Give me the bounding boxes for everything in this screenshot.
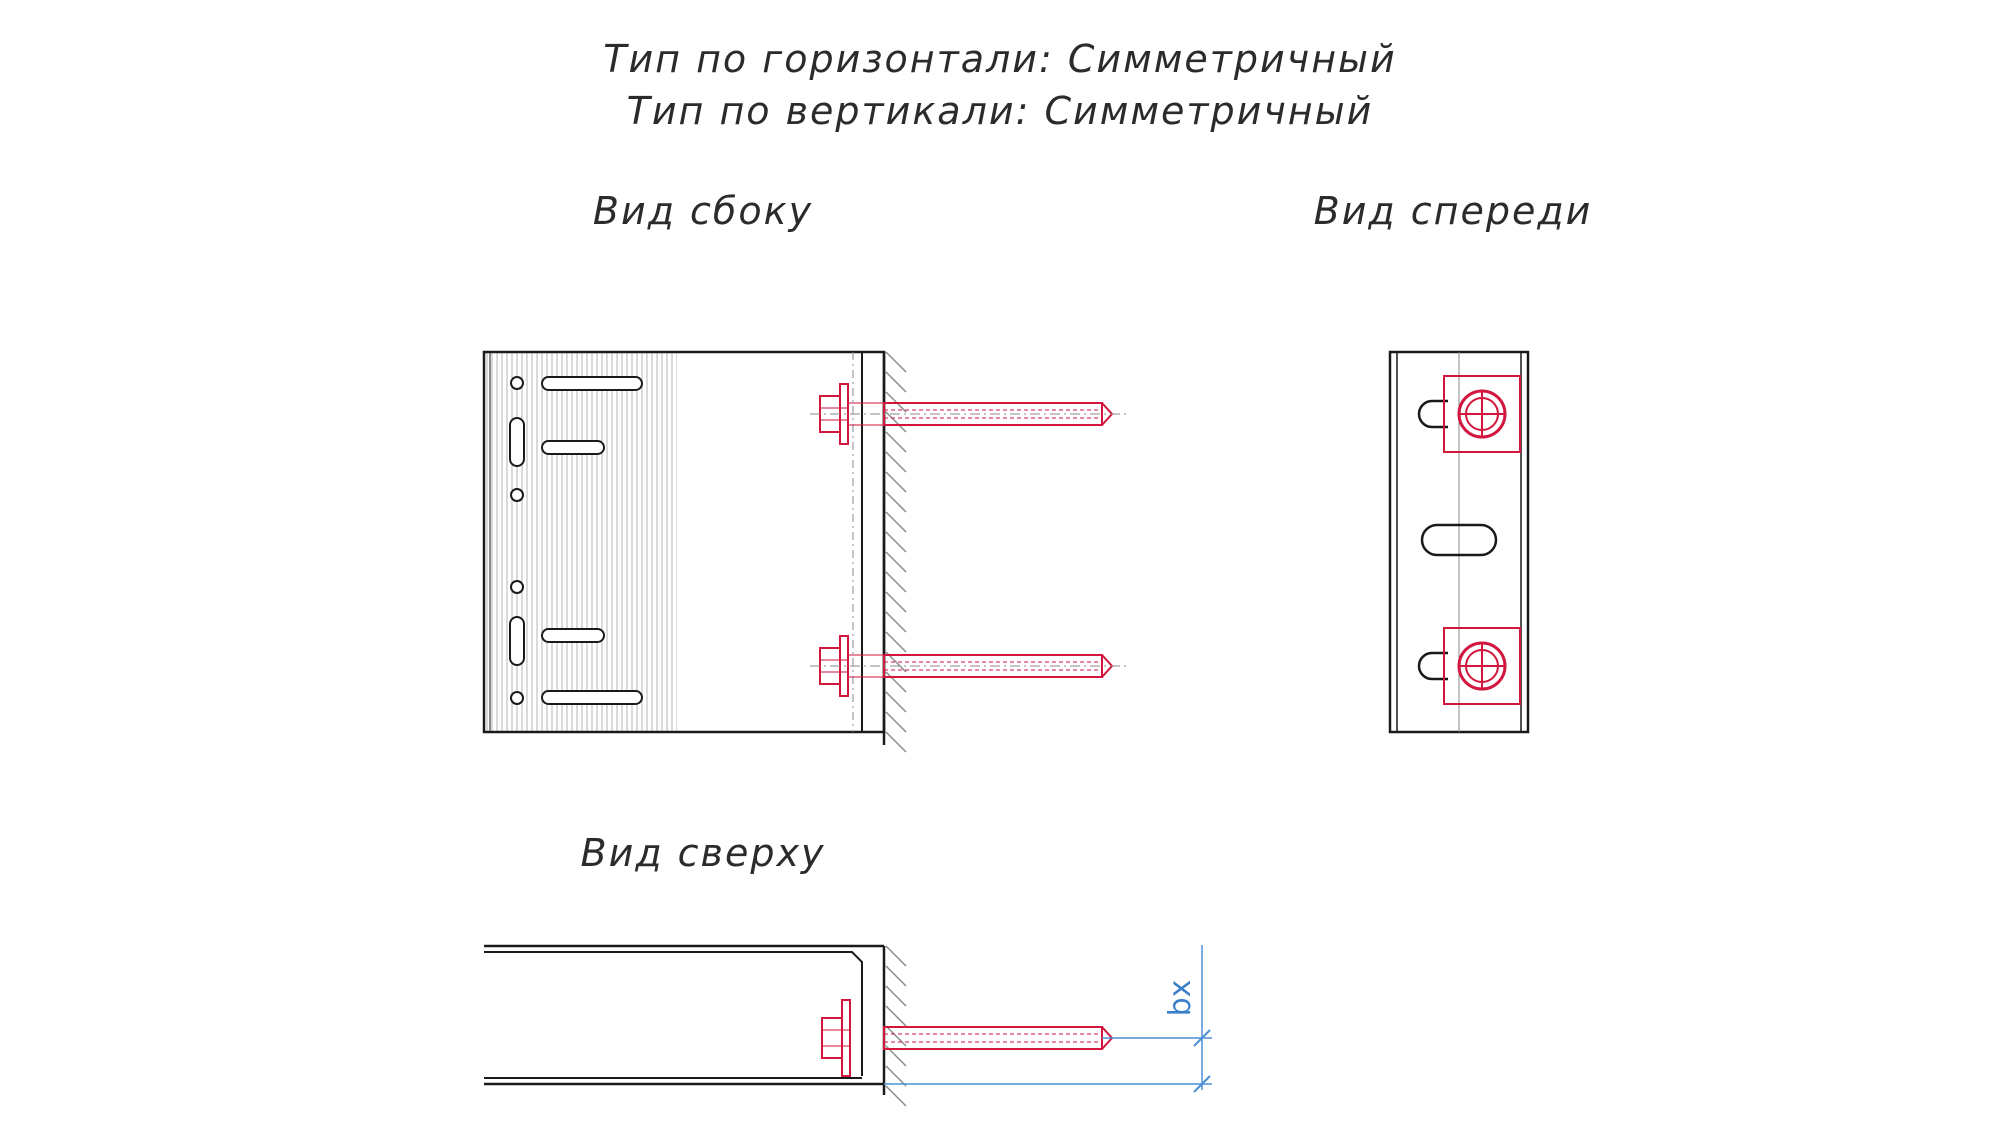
top-view-title: Вид сверху [581,831,826,875]
front-upper-washer-bolt [1443,375,1521,453]
dimension-bx-label: bx [1163,980,1198,1017]
front-lower-washer-bolt [1443,627,1521,705]
top-anchor-bolt [821,999,1114,1077]
ribbed-surface [485,353,677,731]
mounting-holes [509,376,643,705]
front-upper-slot [1417,399,1448,429]
vertical-type-title: Тип по вертикали: Симметричный [627,89,1374,133]
front-view-title: Вид спереди [1314,189,1593,233]
top-wall-hatching [885,945,907,1107]
front-lower-slot [1417,651,1448,681]
wall-hatching [885,351,907,753]
dimension-bx [884,945,1212,1093]
top-view-drawing: bx [484,944,1212,1107]
horizontal-type-title: Тип по горизонтали: Симметричный [603,37,1397,81]
side-view-title: Вид сбоку [593,189,813,233]
front-center-slot [1420,523,1498,557]
side-view-drawing [482,350,1130,753]
top-bracket-profile [484,944,884,1086]
front-view-drawing [1388,350,1530,734]
